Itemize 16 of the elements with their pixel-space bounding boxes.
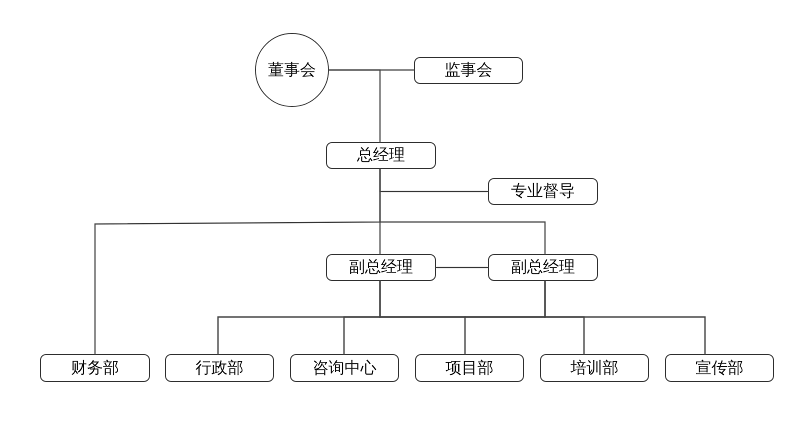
org-box: 行政部	[165, 354, 274, 382]
org-box: 财务部	[40, 354, 150, 382]
connector-line	[329, 69, 381, 142]
connector-line	[436, 266, 488, 268]
org-box: 宣传部	[665, 354, 774, 382]
connector-line	[94, 169, 381, 354]
org-box: 咨询中心	[290, 354, 399, 382]
org-box: 副总经理	[326, 254, 436, 281]
org-box: 项目部	[415, 354, 524, 382]
org-box: 副总经理	[488, 254, 598, 281]
org-box: 专业督导	[488, 178, 598, 205]
org-box: 培训部	[540, 354, 649, 382]
connector-line	[544, 281, 706, 354]
org-circle: 董事会	[255, 33, 329, 107]
org-box: 监事会	[414, 57, 523, 84]
org-box: 总经理	[326, 142, 436, 169]
